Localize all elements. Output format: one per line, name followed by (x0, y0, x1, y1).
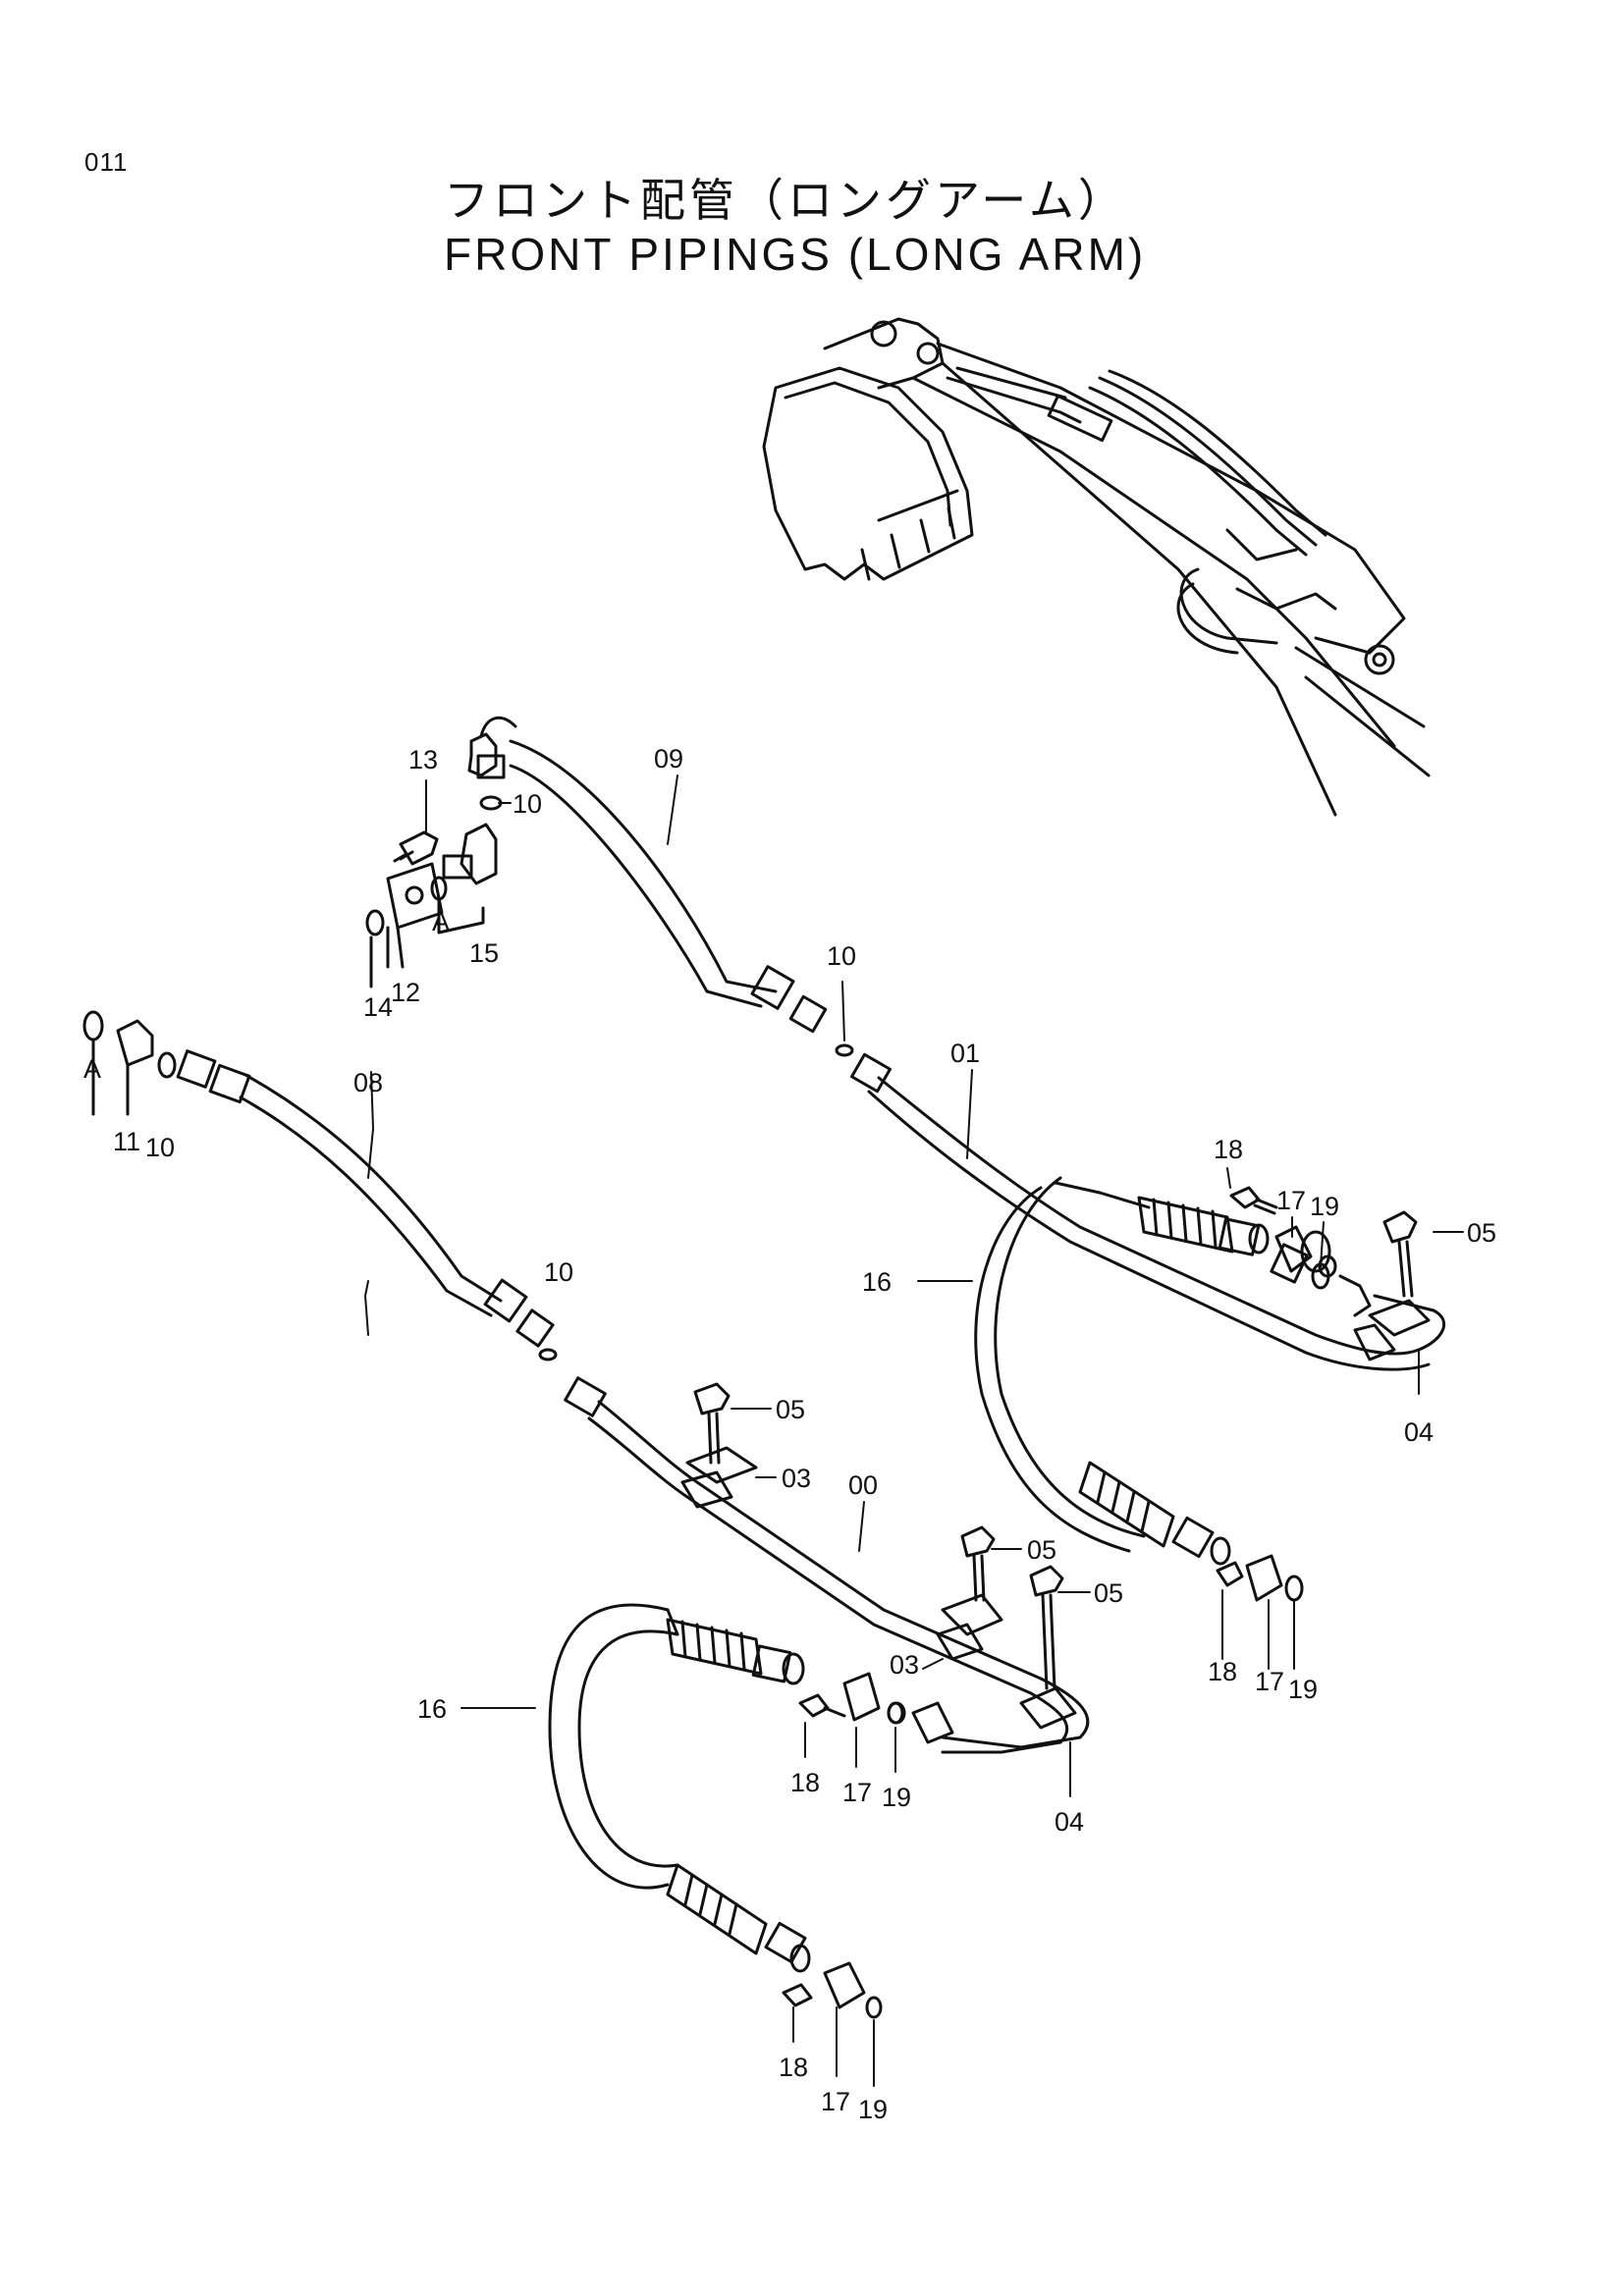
callout-14: 14 (363, 992, 393, 1022)
page-number: 011 (84, 147, 129, 177)
callout-18: 18 (1214, 1135, 1243, 1164)
callout-04: 04 (1055, 1807, 1084, 1837)
excavator-arm-illustration (762, 317, 1431, 817)
callout-19: 19 (858, 2095, 888, 2124)
callout-05: 05 (1027, 1535, 1056, 1565)
callout-19: 19 (882, 1783, 911, 1812)
pipe-01-assembly (835, 1043, 1446, 1371)
callout-12: 12 (391, 978, 420, 1007)
callout-09: 09 (654, 744, 683, 774)
callout-a: A (432, 907, 450, 936)
callout-18: 18 (790, 1768, 820, 1797)
title-japanese: フロント配管（ロングアーム） (444, 174, 1127, 227)
callout-10: 10 (145, 1133, 175, 1162)
callout-17: 17 (1255, 1667, 1284, 1696)
hose-08-assembly (82, 1010, 558, 1362)
callout-05: 05 (1094, 1578, 1123, 1608)
callout-18: 18 (1208, 1657, 1237, 1686)
callout-10: 10 (513, 789, 542, 819)
callout-10: 10 (544, 1257, 573, 1287)
pipe-00-assembly (564, 1376, 1090, 1754)
title-english: FRONT PIPINGS (LONG ARM) (444, 229, 1147, 280)
callout-10: 10 (827, 941, 856, 971)
callout-a: A (83, 1054, 101, 1084)
callout-08: 08 (353, 1068, 383, 1097)
callout-05: 05 (776, 1395, 805, 1424)
callout-04: 04 (1404, 1417, 1434, 1447)
callout-15: 15 (469, 938, 499, 968)
callout-01: 01 (950, 1039, 980, 1068)
callout-17: 17 (842, 1778, 872, 1807)
leader-lines (364, 774, 1464, 2087)
callout-18: 18 (779, 2053, 808, 2082)
hose-09-assembly (365, 716, 828, 1034)
callout-03: 03 (890, 1650, 919, 1680)
hose-16-lower (548, 1603, 904, 2019)
callout-03: 03 (782, 1464, 811, 1493)
callout-17: 17 (821, 2087, 850, 2116)
callout-19: 19 (1310, 1192, 1339, 1221)
callout-11: 11 (113, 1127, 140, 1156)
callout-labels: 13 10 09 A 15 14 12 10 01 A 11 10 08 18 … (83, 744, 1496, 2124)
callout-00: 00 (848, 1470, 878, 1500)
callout-19: 19 (1288, 1675, 1318, 1704)
hose-16-upper (974, 1176, 1330, 1602)
callout-13: 13 (408, 745, 438, 774)
callout-16: 16 (862, 1267, 892, 1297)
callout-17: 17 (1276, 1186, 1306, 1215)
callout-16: 16 (417, 1694, 447, 1724)
callout-05: 05 (1467, 1218, 1496, 1248)
